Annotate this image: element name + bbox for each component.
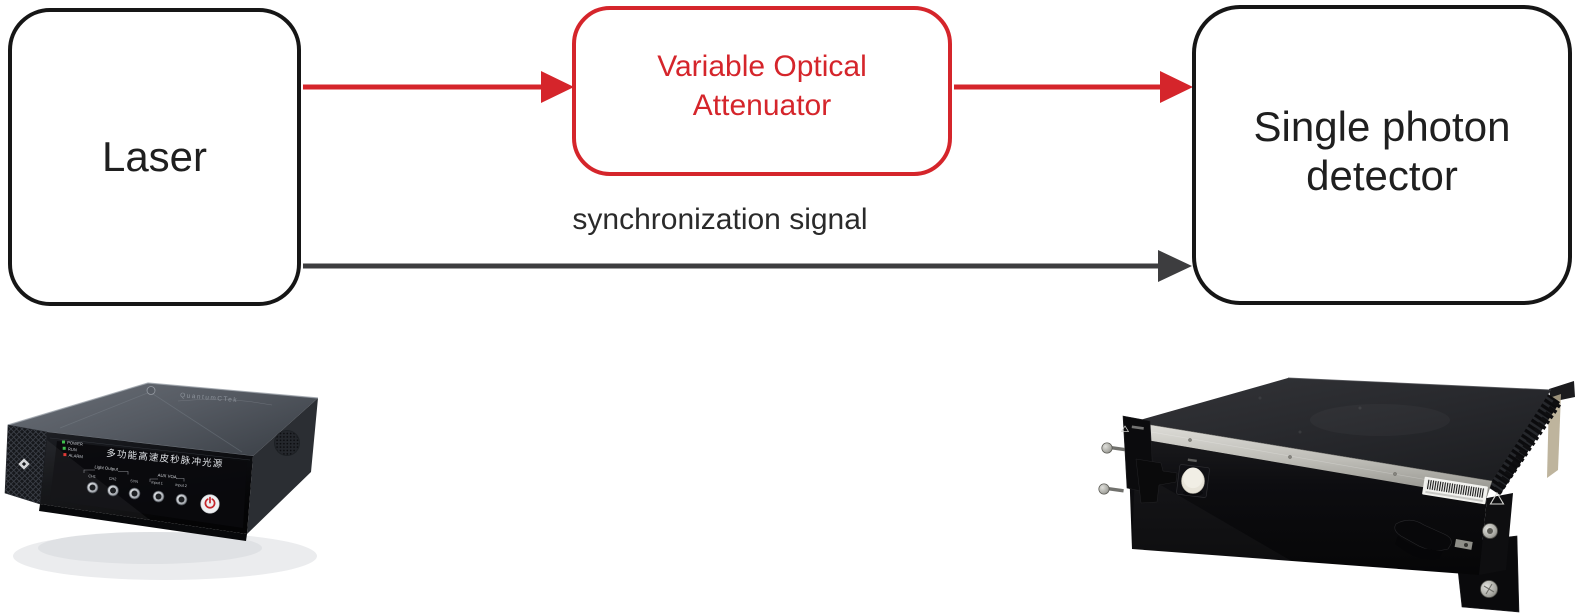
power-button bbox=[200, 494, 220, 514]
triangle-mark-icon bbox=[1489, 491, 1505, 505]
attenuator-label-line2: Attenuator bbox=[692, 89, 832, 122]
led-label-alarm: ALARM bbox=[68, 453, 83, 460]
port-label-syn: SYN bbox=[130, 479, 138, 484]
laser-device-photo: QuantumCTek POWER RUN bbox=[4, 382, 319, 580]
port-label-ch1: CH1 bbox=[88, 474, 96, 479]
bracket-screw bbox=[1480, 580, 1498, 598]
brand-logo-icon bbox=[146, 386, 156, 395]
front-thumbscrew bbox=[1482, 523, 1498, 539]
port-label-ch2: CH2 bbox=[109, 477, 117, 482]
attenuator-block: Variable Optical Attenuator bbox=[572, 6, 952, 176]
optical-arrow-attenuator-to-detector bbox=[954, 71, 1193, 103]
led-run: RUN bbox=[62, 446, 78, 452]
detector-top-face bbox=[1133, 377, 1552, 481]
sync-arrow-laser-to-detector bbox=[303, 250, 1192, 282]
fiber-port-syn bbox=[128, 487, 141, 500]
led-power: POWER bbox=[62, 440, 83, 447]
laser-front-face bbox=[39, 432, 253, 541]
fiber-port-input1 bbox=[152, 490, 165, 503]
arrowhead-icon bbox=[541, 71, 574, 103]
group-label-light-output: Light Output bbox=[94, 464, 119, 472]
led-alarm: ALARM bbox=[63, 453, 84, 460]
detector-left-bracket bbox=[1098, 415, 1178, 504]
connector-label bbox=[1187, 458, 1197, 463]
laser-chassis-right-face bbox=[247, 398, 318, 534]
laser-block-label: Laser bbox=[101, 133, 208, 180]
fiber-port-ch2 bbox=[107, 484, 119, 497]
detector-rear-tab bbox=[1547, 381, 1575, 478]
port-group-light-output: Light Output CH1 CH2 SYN bbox=[83, 464, 141, 500]
laser-block: Laser bbox=[8, 8, 301, 306]
fiber-port-ch1 bbox=[86, 481, 99, 494]
latch-handle bbox=[1394, 519, 1473, 560]
bracket-label bbox=[1131, 425, 1144, 430]
barcode-icon bbox=[1425, 479, 1485, 498]
led-label-power: POWER bbox=[67, 440, 83, 447]
barcode-sticker bbox=[1422, 476, 1488, 505]
laser-photo-shadow bbox=[13, 532, 317, 580]
arrowhead-icon bbox=[1158, 250, 1192, 282]
fiber-connector bbox=[1176, 458, 1210, 498]
port-label-input2: Input 2 bbox=[175, 483, 187, 488]
thumbscrew-top bbox=[1101, 442, 1125, 454]
fiber-port-input2 bbox=[175, 493, 188, 506]
detector-label-line1: Single photon bbox=[1253, 103, 1511, 150]
side-vent bbox=[275, 431, 299, 455]
group-label-aux-voa: AUX VOA bbox=[157, 473, 177, 480]
thumbscrew-bottom bbox=[1098, 483, 1124, 495]
sync-signal-label: synchronization signal bbox=[572, 203, 868, 236]
led-label-run: RUN bbox=[68, 446, 78, 452]
port-group-aux-voa: AUX VOA Input 1 Input 2 bbox=[149, 473, 188, 506]
detector-block: Single photon detector bbox=[1192, 5, 1572, 305]
attenuator-label-line1: Variable Optical bbox=[657, 50, 867, 83]
detector-label-line2: detector bbox=[1306, 152, 1458, 199]
power-icon bbox=[204, 496, 216, 509]
port-label-input1: Input 1 bbox=[151, 480, 163, 485]
optical-arrow-laser-to-attenuator bbox=[303, 71, 574, 103]
triangle-mark-icon bbox=[1120, 425, 1130, 432]
mount-clamp bbox=[1135, 458, 1178, 504]
arrowhead-icon bbox=[1160, 71, 1193, 103]
detector-device-photo bbox=[1098, 377, 1575, 613]
laser-grille-face bbox=[4, 424, 48, 505]
